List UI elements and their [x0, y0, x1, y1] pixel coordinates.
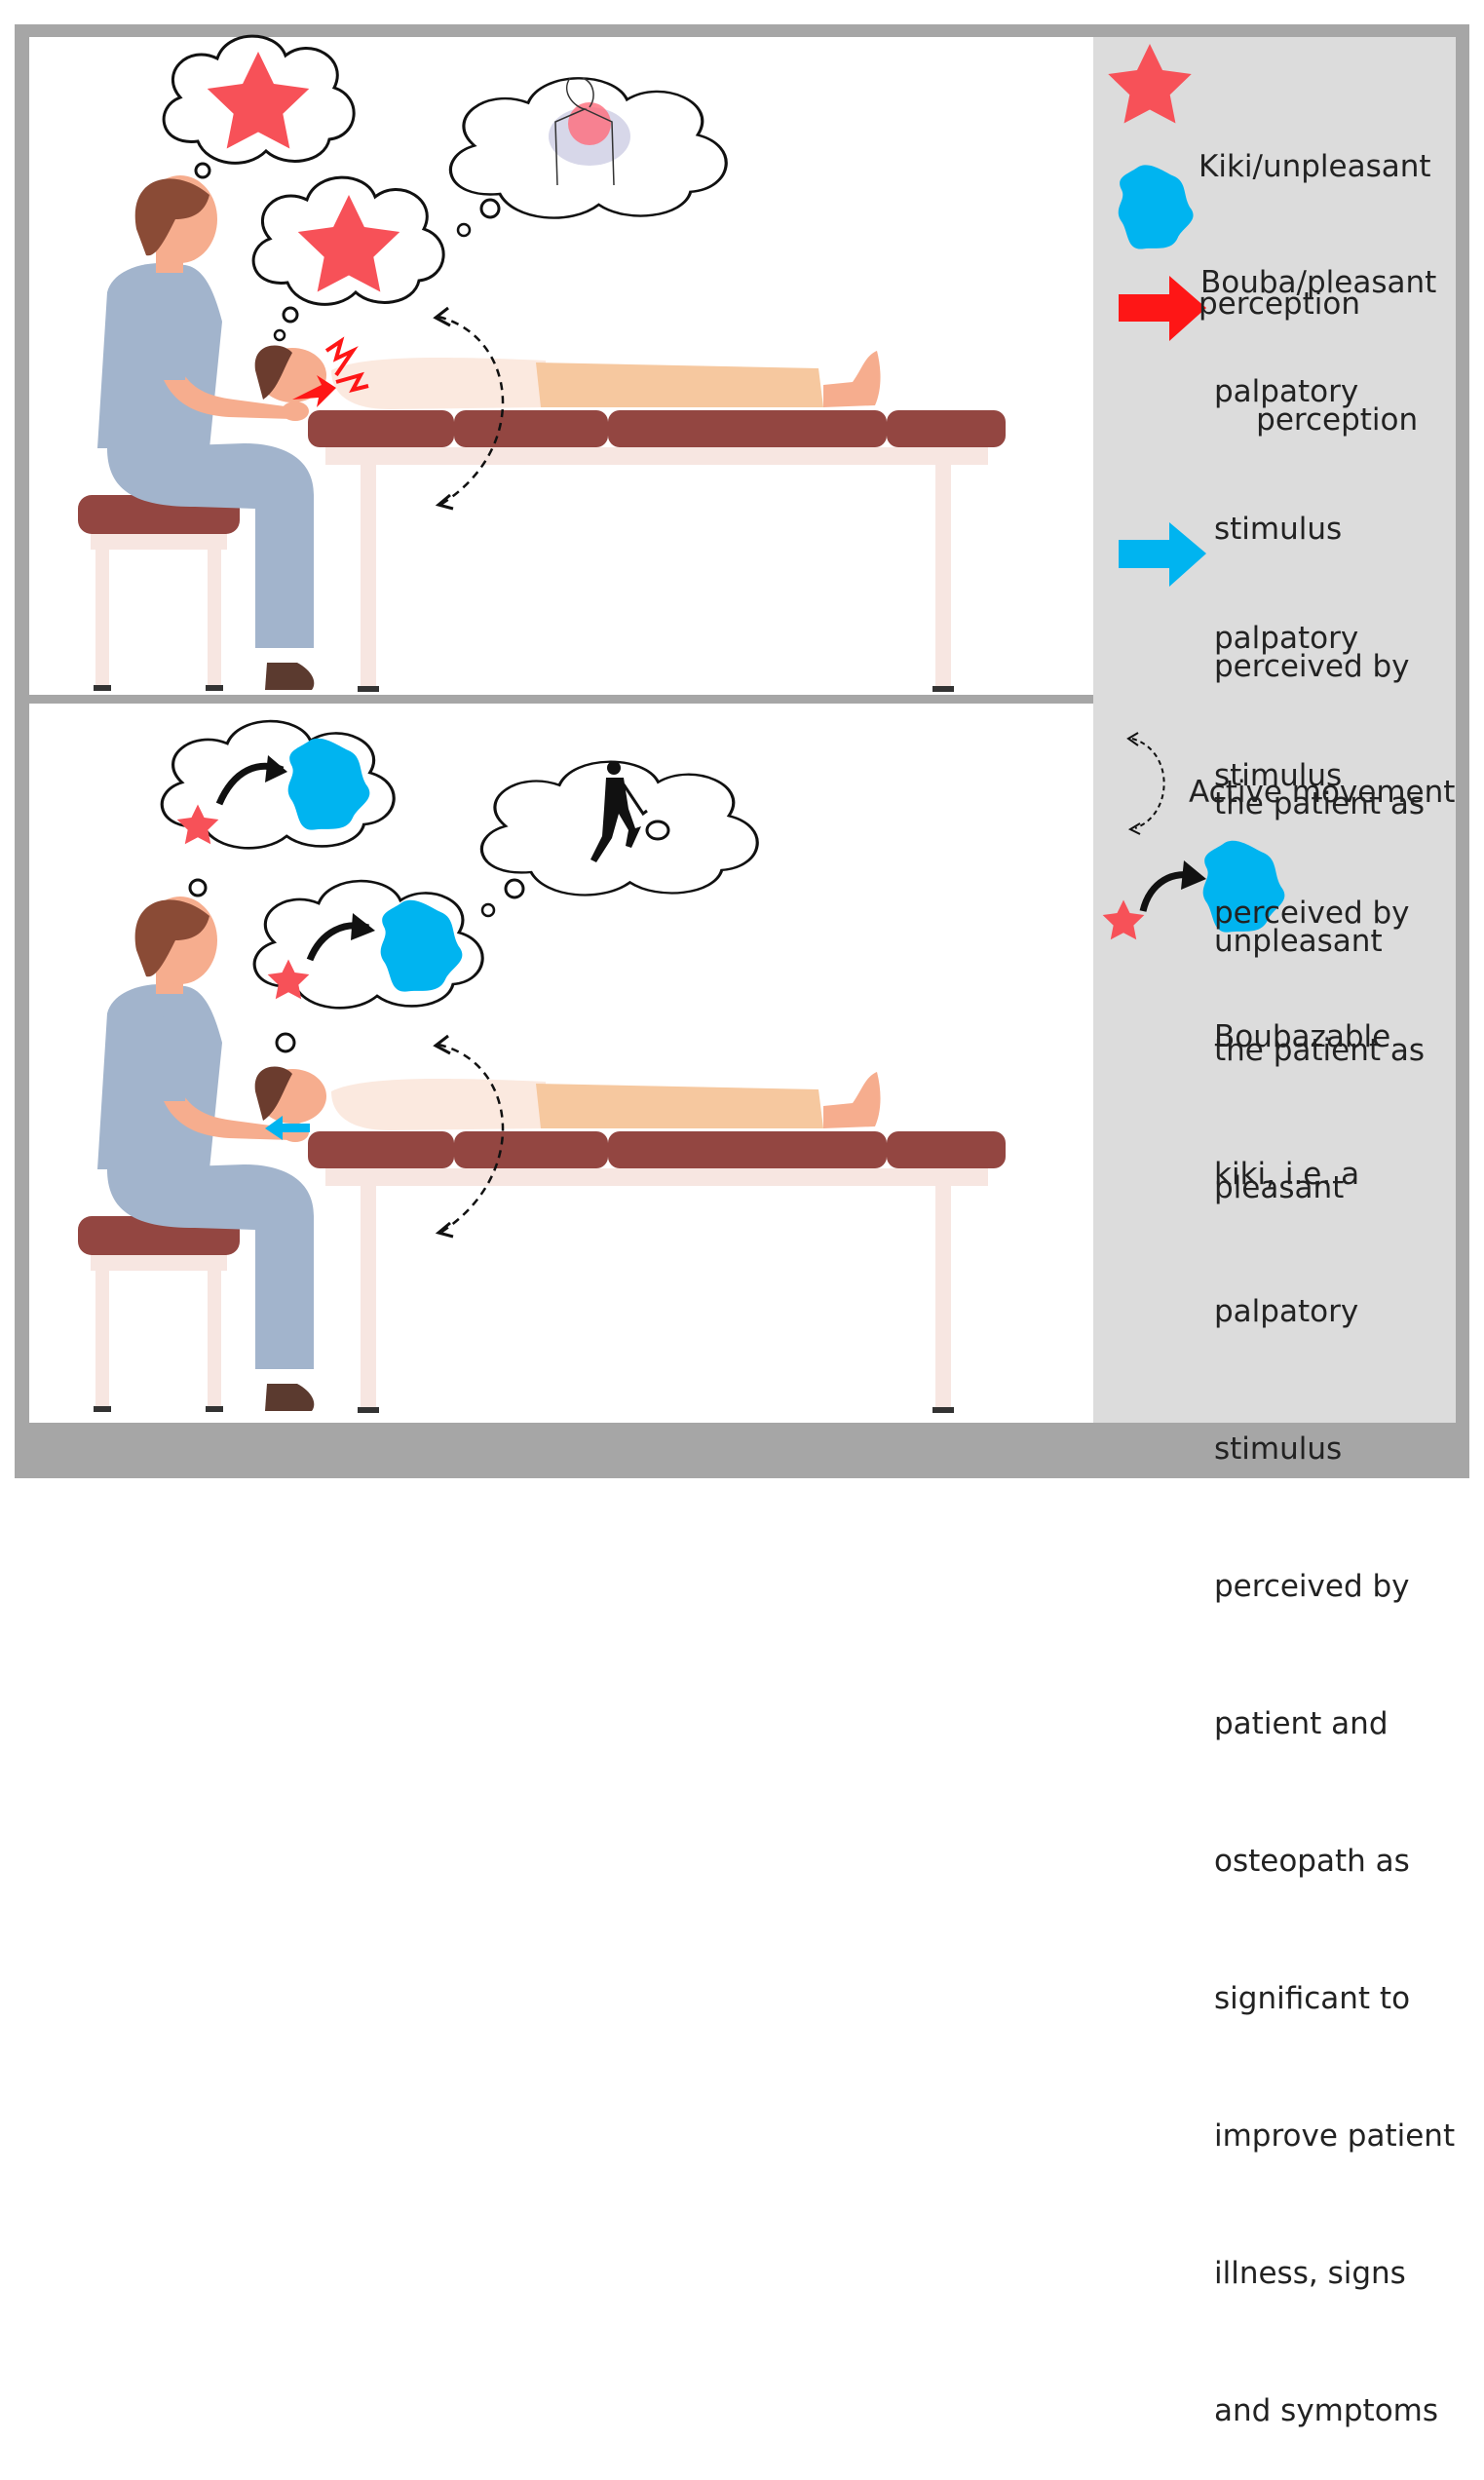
thought-cloud-tennis: [479, 760, 759, 918]
thought-cloud-body-pain: [448, 76, 728, 238]
legend-line: perceived by: [1214, 649, 1410, 684]
legend-line: palpatory: [1214, 1294, 1359, 1329]
active-movement-arrow: [438, 1043, 505, 1235]
legend-line: stimulus: [1214, 512, 1343, 547]
legend-line: osteopath as: [1214, 1844, 1410, 1879]
legend-line: pleasant: [1214, 1170, 1345, 1205]
legend-line: Boubazable: [1214, 1019, 1391, 1054]
dashed-curved-arrow-icon: [1126, 732, 1165, 835]
legend-boubazable: Boubazable kiki, i.e. a palpatory stimul…: [1214, 923, 1455, 2480]
thought-cloud-patient-bottom: [252, 879, 484, 1053]
tennis-player-icon: [590, 761, 670, 862]
legend-bouba-line1: Bouba/pleasant: [1200, 265, 1437, 300]
blue-arrow-icon: [1119, 522, 1206, 587]
top-scene: [78, 34, 1006, 692]
legend-line: unpleasant: [1214, 924, 1383, 959]
legend-pleasant-stimulus: palpatory stimulus perceived by the pati…: [1214, 524, 1425, 1257]
star-to-blob-icon: [1102, 840, 1285, 940]
legend-line: the patient as: [1214, 786, 1426, 821]
legend-kiki-line1: Kiki/unpleasant: [1199, 149, 1431, 184]
active-movement-arrow: [438, 315, 505, 507]
bottom-scene: [78, 719, 1006, 1413]
legend-kiki-line2: perception: [1199, 286, 1360, 322]
legend-bouba-line2: perception: [1256, 402, 1419, 438]
thought-cloud-therapist-bottom: [160, 719, 396, 897]
legend-line: the patient as: [1214, 1033, 1426, 1068]
thought-cloud-therapist: [162, 34, 356, 179]
red-stimulus-arrow: [292, 375, 336, 407]
legend-active-movement: Active movement: [1189, 775, 1456, 810]
legend-line: palpatory: [1214, 374, 1359, 409]
legend-line: patient and: [1214, 1706, 1389, 1741]
legend-line: stimulus: [1214, 758, 1343, 793]
pain-lightning-icon: [324, 336, 359, 377]
legend-line: illness, signs: [1214, 2256, 1406, 2291]
legend-bouba: Bouba/pleasant perception: [1200, 169, 1436, 489]
shoulder-pain-icon: [568, 102, 611, 145]
blue-stimulus-arrow: [265, 1116, 310, 1140]
legend-line: perceived by: [1214, 1569, 1410, 1604]
thought-cloud-patient: [251, 175, 445, 342]
legend-line: and symptoms: [1214, 2393, 1439, 2428]
legend-line: significant to: [1214, 1981, 1411, 2016]
legend-line: perceived by: [1214, 896, 1410, 931]
bottom-strip: [15, 1423, 1469, 1478]
legend-line: palpatory: [1214, 621, 1359, 656]
legend-line: kiki, i.e. a: [1214, 1157, 1360, 1192]
legend-line: stimulus: [1214, 1431, 1343, 1467]
figure: Kiki/unpleasant perception Bouba/pleasan…: [15, 24, 1469, 2428]
red-arrow-icon: [1119, 276, 1206, 341]
legend-unpleasant-stimulus: palpatory stimulus perceived by the pati…: [1214, 278, 1425, 1011]
legend-line: improve patient: [1214, 2118, 1456, 2154]
legend-panel: [1093, 37, 1456, 1423]
legend-kiki: Kiki/unpleasant perception: [1199, 53, 1431, 373]
